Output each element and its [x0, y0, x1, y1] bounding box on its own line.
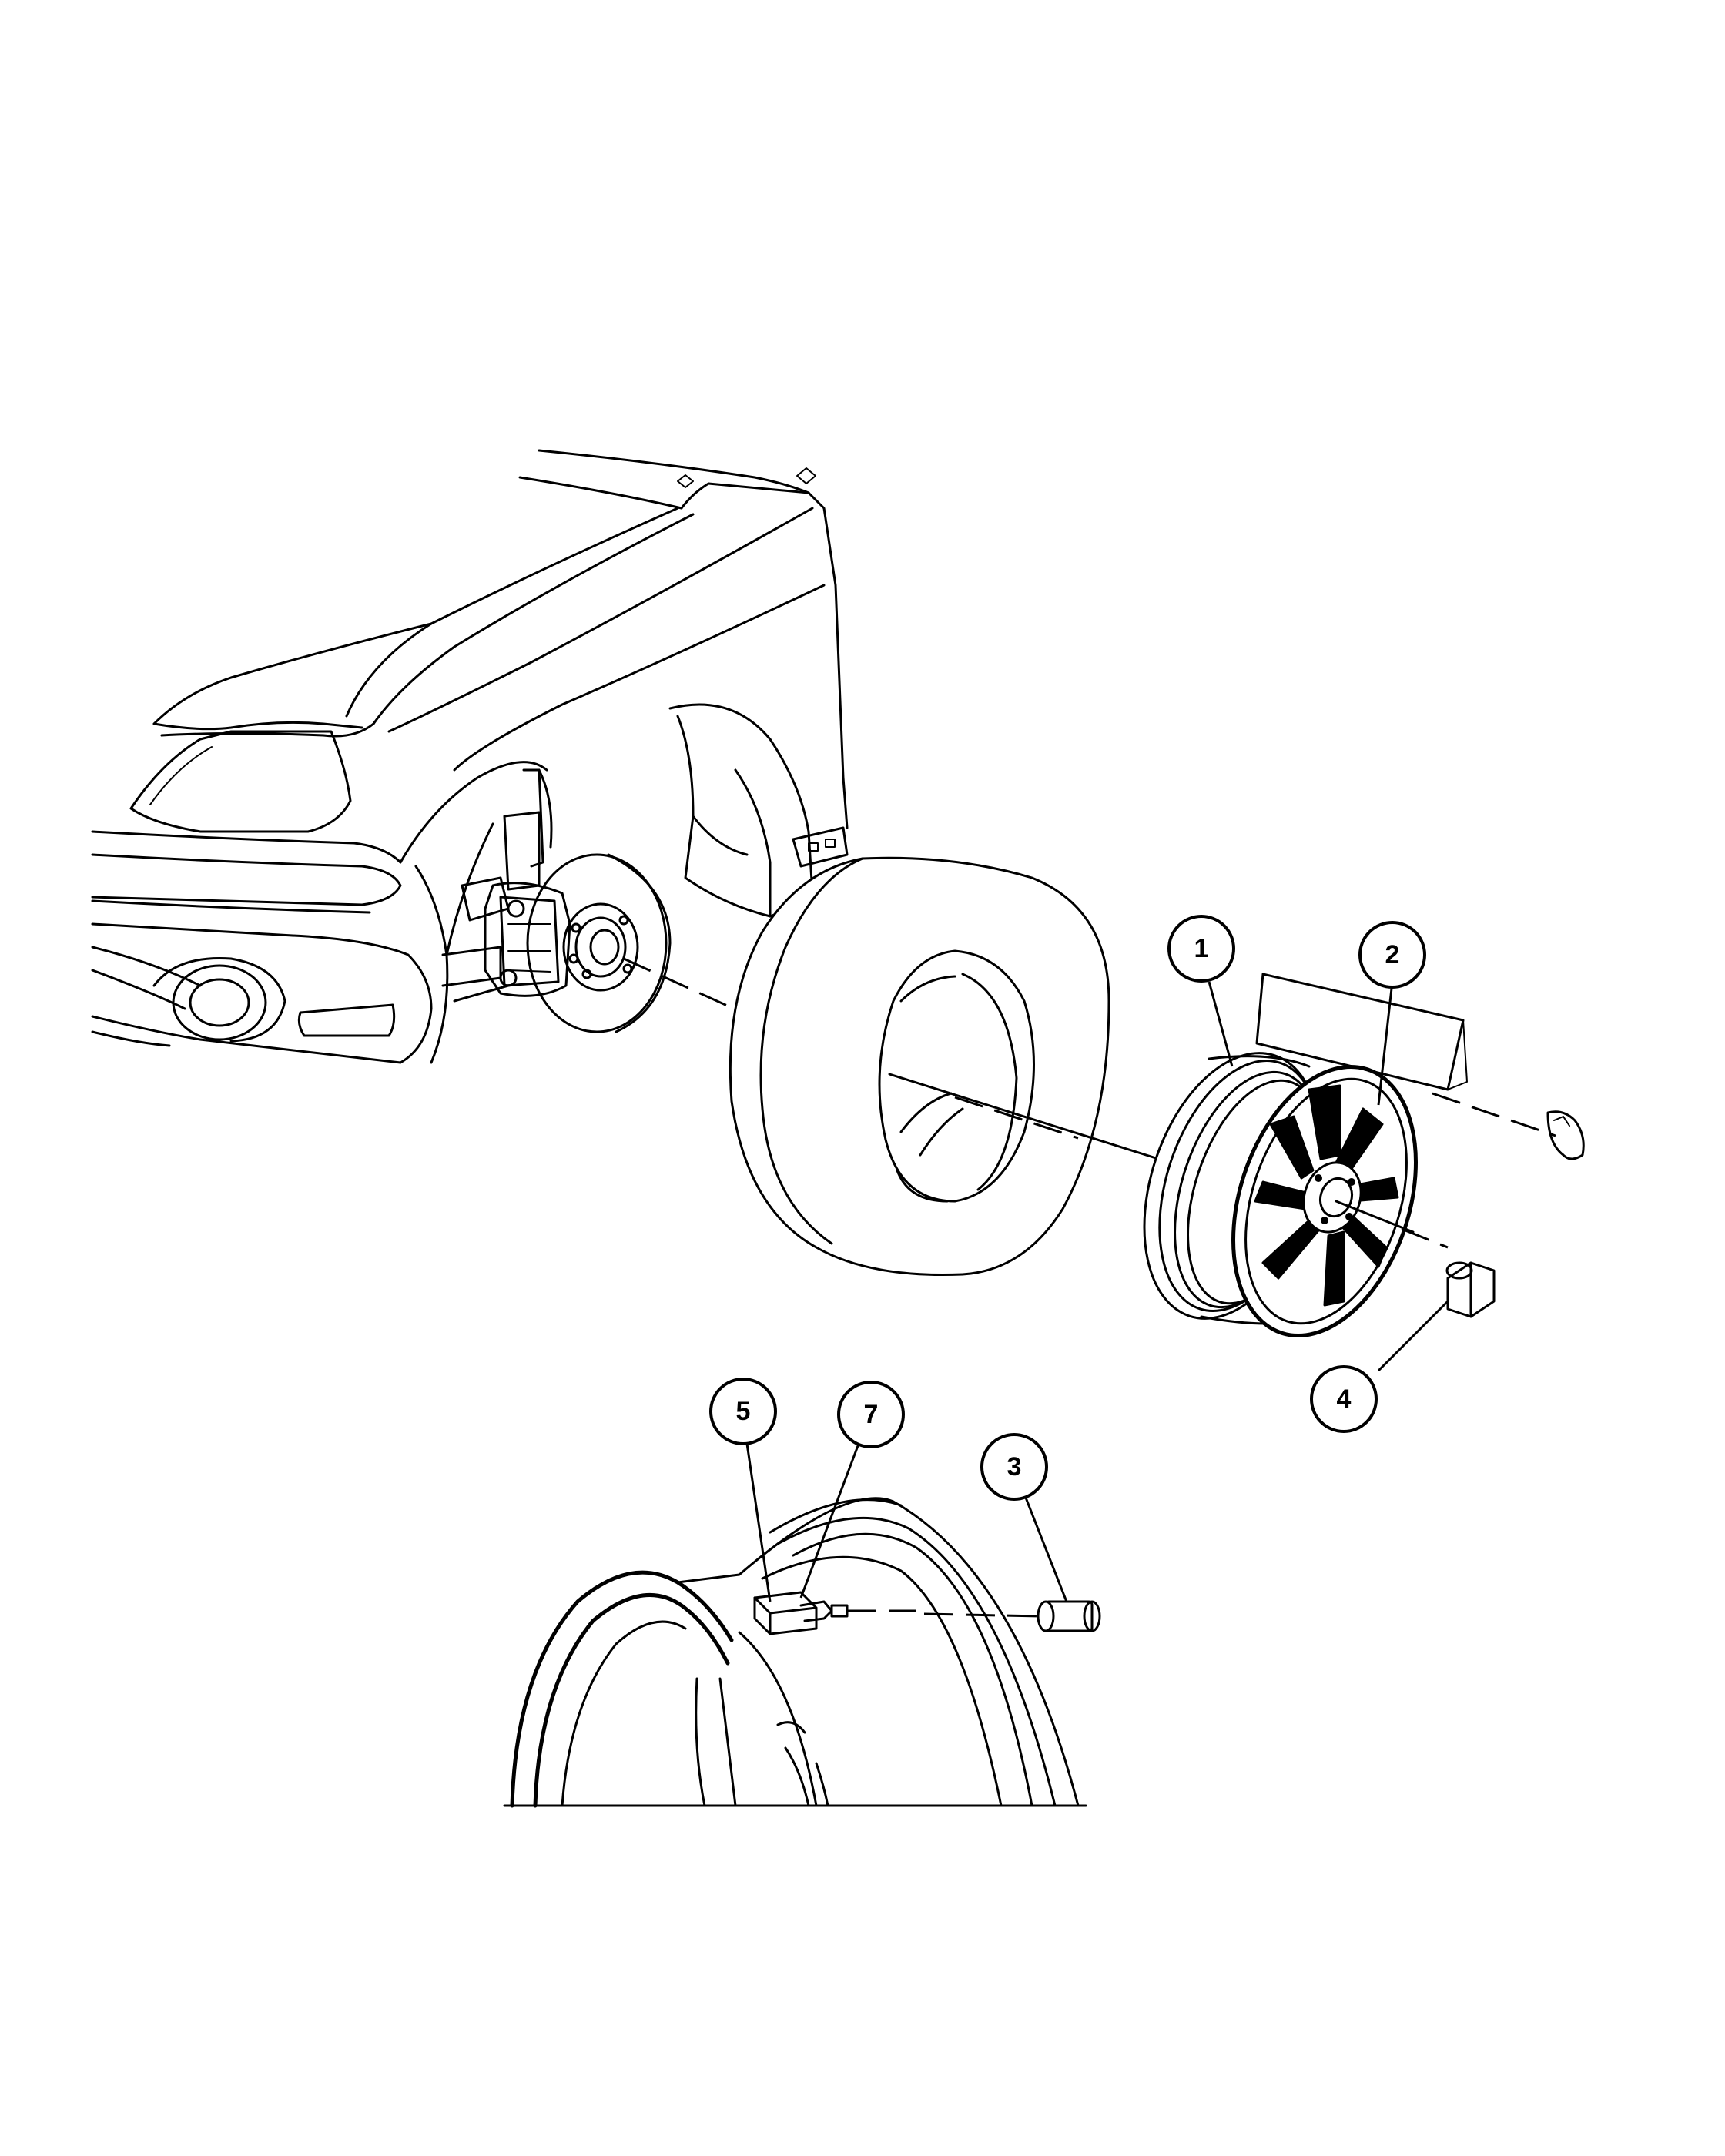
lug-nut [1445, 1261, 1496, 1318]
leader-4 [1377, 1300, 1449, 1372]
tire [729, 856, 1110, 1277]
callout-4: 4 [1310, 1365, 1378, 1433]
callout-7: 7 [837, 1381, 905, 1448]
brake-rotor-and-caliper [441, 768, 672, 1033]
leader-5 [745, 1443, 772, 1602]
hub-axis-line [623, 957, 752, 1018]
wheel-axis-line [888, 1073, 1172, 1164]
callout-7-label: 7 [864, 1400, 879, 1429]
center-cap-label-area [1255, 973, 1556, 1137]
vehicle-fender-and-bumper [91, 449, 849, 1064]
callout-4-label: 4 [1337, 1384, 1352, 1414]
callout-2: 2 [1358, 921, 1426, 989]
callout-2-label: 2 [1385, 940, 1400, 969]
leader-1 [1208, 981, 1234, 1067]
tpms-detail-rim [503, 1497, 1087, 1808]
callout-3: 3 [980, 1433, 1048, 1501]
leader-3 [1023, 1493, 1068, 1602]
callout-5-label: 5 [736, 1397, 751, 1426]
tpms-sensor [753, 1591, 916, 1635]
leader-2 [1377, 981, 1394, 1106]
callout-3-label: 3 [1007, 1452, 1022, 1481]
valve-cap [923, 1600, 1101, 1632]
callout-1-label: 1 [1194, 934, 1209, 963]
wheel-rim [1143, 1052, 1418, 1338]
leader-7 [799, 1443, 860, 1599]
callout-1: 1 [1167, 915, 1235, 983]
center-cap [1546, 1110, 1585, 1160]
callout-5: 5 [709, 1378, 777, 1445]
